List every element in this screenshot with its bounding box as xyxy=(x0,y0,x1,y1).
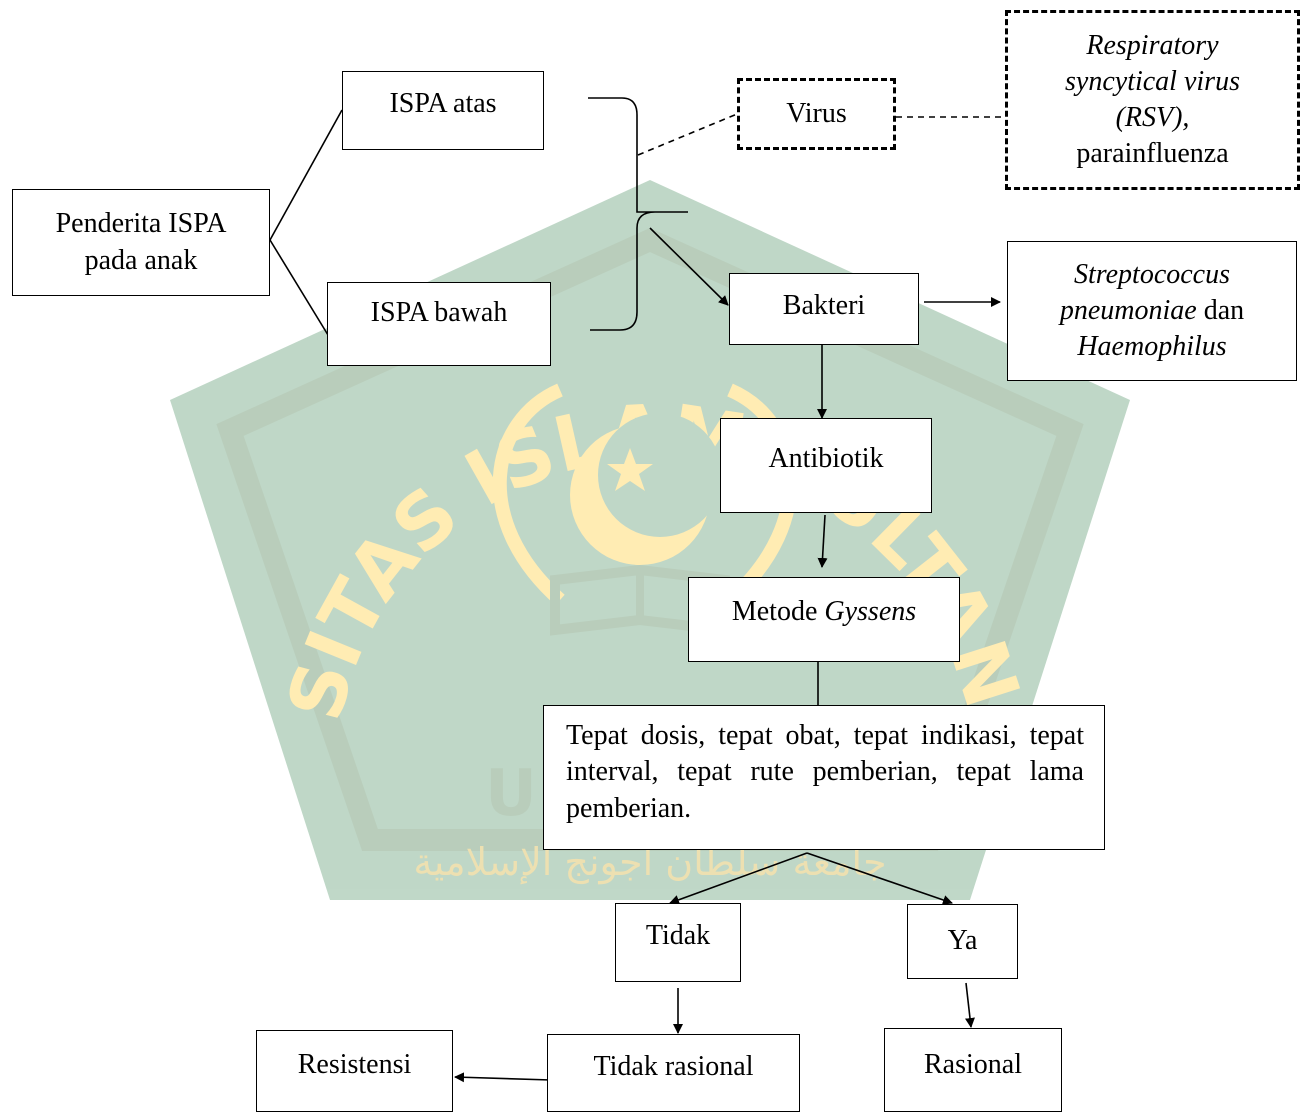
arrow-tidak-rasional-to-resistensi xyxy=(454,1072,552,1083)
node-resistensi: Resistensi xyxy=(256,1030,453,1112)
connector-to-virus xyxy=(637,113,738,156)
node-virus-examples-line2: syncytical virus xyxy=(1065,66,1240,98)
node-ispa-atas-label: ISPA atas xyxy=(389,88,497,119)
connector-penderita-to-bawah xyxy=(269,239,329,336)
node-bakteri-label: Bakteri xyxy=(782,290,866,321)
node-penderita-line1: Penderita ISPA xyxy=(55,207,227,239)
watermark-laurel-left xyxy=(492,383,565,606)
node-virus-label: Virus xyxy=(786,97,847,129)
node-tidak-label: Tidak xyxy=(645,920,711,951)
node-virus-examples-line1: Respiratory xyxy=(1086,30,1219,62)
arrow-criteria-to-ya xyxy=(806,852,953,905)
arrow-ya-to-rasional xyxy=(965,982,975,1028)
node-ispa-atas: ISPA atas xyxy=(342,71,544,150)
connector-penderita-to-atas xyxy=(269,109,343,241)
node-bakteri-examples-line2-italic: pneumoniae xyxy=(1059,295,1197,327)
node-tidak: Tidak xyxy=(615,903,741,982)
watermark-crescent xyxy=(570,425,710,565)
node-virus-examples-line4: parainfluenza xyxy=(1076,137,1229,169)
node-criteria-text: Tepat dosis, tepat obat, tepat indikasi,… xyxy=(566,720,1084,824)
node-bakteri-examples-line1: Streptococcus xyxy=(1073,259,1230,291)
node-bakteri: Bakteri xyxy=(729,273,919,345)
node-ispa-bawah: ISPA bawah xyxy=(327,282,551,366)
node-virus-examples: Respiratory syncytical virus (RSV), para… xyxy=(1005,10,1300,190)
node-rasional-label: Rasional xyxy=(924,1049,1022,1080)
watermark-crescent-cutout xyxy=(598,413,722,537)
node-antibiotik-label: Antibiotik xyxy=(768,443,884,474)
node-penderita-ispa: Penderita ISPA pada anak xyxy=(12,189,270,296)
node-bakteri-examples: Streptococcus pneumoniae dan Haemophilus xyxy=(1007,241,1297,381)
node-bakteri-examples-line2-rest: dan xyxy=(1196,295,1245,327)
node-virus-examples-line3: (RSV), xyxy=(1115,102,1190,133)
node-virus: Virus xyxy=(737,78,896,150)
node-tidak-rasional-label: Tidak rasional xyxy=(593,1051,754,1082)
node-metode-italic: Gyssens xyxy=(824,596,917,627)
arrow-to-bakteri xyxy=(649,227,729,306)
bracket-ispa xyxy=(588,97,688,331)
node-ya: Ya xyxy=(907,904,1018,979)
arrow-criteria-to-tidak xyxy=(669,852,808,905)
node-ya-label: Ya xyxy=(947,925,978,956)
arrow-antibiotik-to-metode xyxy=(817,514,828,568)
node-rasional: Rasional xyxy=(884,1028,1062,1112)
node-metode-prefix: Metode xyxy=(731,596,825,627)
node-metode-gyssens: Metode Gyssens xyxy=(688,577,960,662)
node-tidak-rasional: Tidak rasional xyxy=(547,1034,800,1112)
node-criteria: Tepat dosis, tepat obat, tepat indikasi,… xyxy=(543,705,1105,850)
node-ispa-bawah-label: ISPA bawah xyxy=(370,297,508,328)
node-resistensi-label: Resistensi xyxy=(297,1049,412,1080)
watermark-star-icon xyxy=(607,448,653,491)
node-penderita-line2: pada anak xyxy=(84,244,198,276)
node-antibiotik: Antibiotik xyxy=(720,418,932,513)
node-bakteri-examples-line3: Haemophilus xyxy=(1077,330,1227,362)
